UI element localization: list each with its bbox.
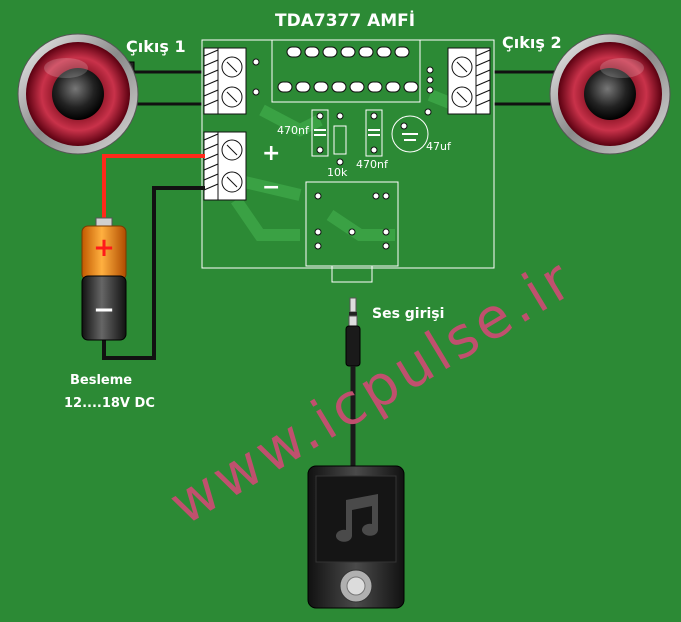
power-plus-sign: + xyxy=(262,141,280,166)
electrolytic-capacitor-label: 47uf xyxy=(426,140,452,153)
power-wires xyxy=(102,154,205,360)
resistor-label: 10k xyxy=(327,166,348,179)
capacitor-1-label: 470nf xyxy=(277,124,310,137)
battery-icon: + − xyxy=(81,217,127,341)
terminal-output-left xyxy=(203,47,247,115)
music-player-icon xyxy=(307,465,405,609)
resistor xyxy=(333,112,347,166)
battery-plus-sign: + xyxy=(93,233,115,263)
capacitor-2-label: 470nf xyxy=(356,158,389,171)
pcb-board: + − 470nf 10k xyxy=(201,39,495,283)
speaker-right-icon xyxy=(549,33,671,155)
music-note-icon xyxy=(336,494,378,542)
ic-pads-top xyxy=(286,46,410,58)
terminal-power xyxy=(203,131,247,201)
power-label: Besleme xyxy=(70,373,132,388)
speaker-left-icon xyxy=(17,33,139,155)
capacitor-1 xyxy=(311,109,329,157)
electrolytic-capacitor xyxy=(391,115,429,153)
output-right-label: Çıkış 2 xyxy=(502,33,562,52)
audio-input-label: Ses girişi xyxy=(372,306,444,322)
output-left-label: Çıkış 1 xyxy=(126,37,186,56)
diagram-title: TDA7377 AMFİ xyxy=(275,9,415,31)
capacitor-2 xyxy=(365,109,383,157)
input-jack-footprint xyxy=(305,181,399,283)
audio-jack-icon xyxy=(345,297,361,470)
ic-pads-bottom xyxy=(277,81,419,93)
power-minus-sign: − xyxy=(262,175,280,200)
power-voltage-label: 12....18V DC xyxy=(64,396,155,411)
battery-minus-sign: − xyxy=(93,295,115,325)
terminal-output-right xyxy=(447,47,491,115)
